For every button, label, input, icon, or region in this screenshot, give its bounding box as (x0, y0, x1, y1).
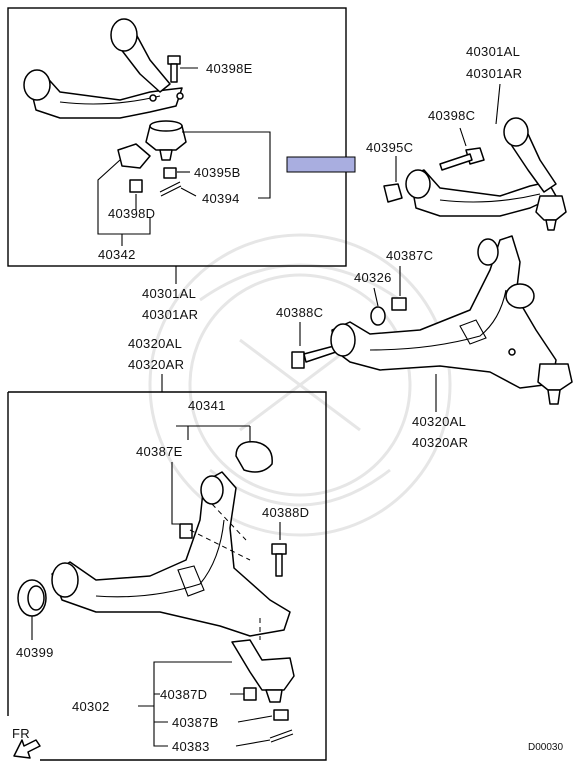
lower-arm-inset (51, 471, 291, 637)
label-40387D: 40387D (160, 687, 207, 702)
bolt-40398E (167, 55, 181, 83)
label-lower-arm-l-right: 40320AL (412, 414, 466, 429)
ball-joint-40302 (231, 618, 295, 703)
label-40387B: 40387B (172, 715, 219, 730)
nut-40387D (243, 687, 257, 701)
label-upper-arm-l: 40301AL (142, 286, 196, 301)
label-40302: 40302 (72, 699, 110, 714)
label-upper-arm-r: 40301AR (142, 307, 198, 322)
nut-40395B (163, 167, 177, 179)
bushing-cap-40341 (235, 441, 273, 473)
ball-joint-inset (145, 120, 187, 161)
bracket-plate (117, 143, 151, 169)
label-40388D: 40388D (262, 505, 309, 520)
nut-40398D (129, 179, 143, 193)
label-40342: 40342 (98, 247, 136, 262)
bushing-40399 (17, 579, 47, 617)
nut-40387E (179, 523, 193, 539)
lower-arm-detail-box (8, 391, 327, 761)
nut-40387B (273, 709, 289, 721)
label-40388C: 40388C (276, 305, 323, 320)
label-40341: 40341 (188, 398, 226, 413)
lower-arm-right (330, 235, 573, 405)
upper-arm-inset (23, 18, 184, 119)
cotter-pin-40383 (269, 729, 294, 743)
inset-leaders (97, 67, 271, 246)
cotter-pin-40394 (159, 181, 182, 197)
washer-40326 (370, 306, 386, 326)
label-lower-arm-r: 40320AR (128, 357, 184, 372)
bolt-40398C (439, 147, 485, 171)
label-upper-arm-l-right: 40301AL (466, 44, 520, 59)
label-40326: 40326 (354, 270, 392, 285)
label-40395C: 40395C (366, 140, 413, 155)
label-40398E: 40398E (206, 61, 253, 76)
label-40383: 40383 (172, 739, 210, 754)
upper-arm-right (405, 117, 567, 231)
upper-arm-detail-box (7, 7, 347, 267)
label-40398C-upper: 40398C (428, 108, 475, 123)
bolt-40388C (291, 345, 337, 369)
nut-40395C (383, 183, 403, 203)
label-lower-arm-r-right: 40320AR (412, 435, 468, 450)
nut-40387C (391, 297, 407, 311)
watermark (148, 233, 452, 537)
bolt-40388D (271, 543, 287, 577)
label-40387C: 40387C (386, 248, 433, 263)
diagram-code: D00030 (528, 742, 563, 753)
label-40387E: 40387E (136, 444, 183, 459)
label-40395B: 40395B (194, 165, 241, 180)
label-upper-arm-r-right: 40301AR (466, 66, 522, 81)
label-lower-arm-l: 40320AL (128, 336, 182, 351)
label-40394: 40394 (202, 191, 240, 206)
front-arrow-icon (13, 739, 41, 759)
label-40399: 40399 (16, 645, 54, 660)
highlight-bar (286, 156, 356, 173)
front-indicator: FR (12, 726, 30, 741)
label-40398D: 40398D (108, 206, 155, 221)
